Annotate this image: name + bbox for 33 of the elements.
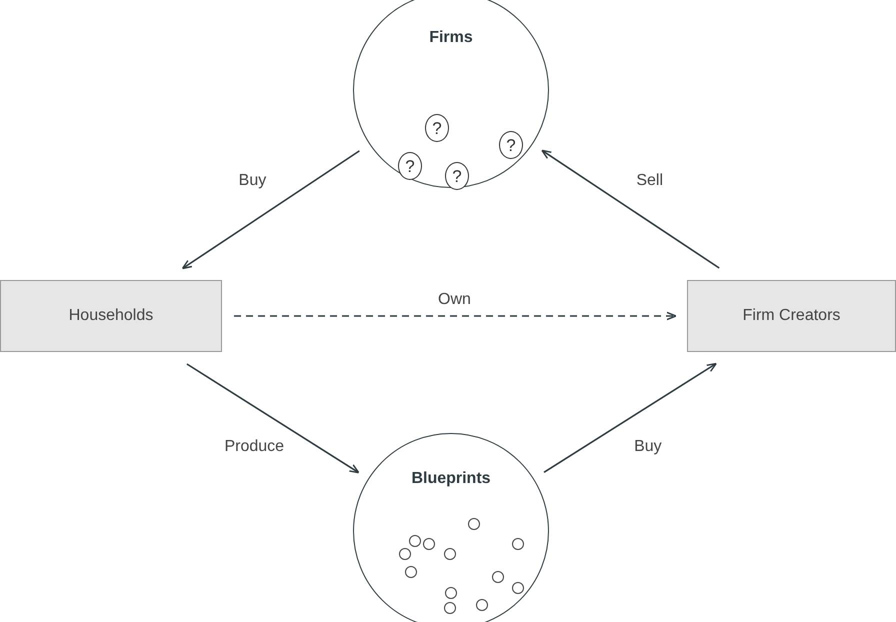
edge-label: Buy bbox=[236, 172, 268, 190]
small-circle bbox=[444, 602, 456, 614]
small-circle bbox=[468, 518, 480, 530]
small-circle bbox=[512, 582, 524, 594]
question-mark-circle bbox=[425, 114, 449, 142]
small-circle bbox=[445, 587, 457, 599]
question-mark-circle bbox=[398, 152, 422, 180]
question-mark: ? bbox=[405, 158, 415, 174]
question-mark-circle bbox=[499, 131, 523, 159]
arrow bbox=[541, 150, 720, 269]
question-mark: ? bbox=[506, 136, 516, 154]
small-circle bbox=[409, 535, 421, 547]
dashed-arrow bbox=[234, 312, 677, 320]
arrow bbox=[182, 150, 360, 270]
small-circle bbox=[399, 548, 411, 560]
arrow bbox=[186, 363, 360, 474]
small-circle bbox=[512, 538, 524, 550]
node-label: Firm Creators bbox=[742, 307, 840, 325]
small-circle bbox=[423, 538, 435, 550]
process-box bbox=[687, 280, 896, 352]
small-circle bbox=[476, 599, 488, 611]
question-mark-circle bbox=[445, 162, 469, 190]
node-label: Households bbox=[68, 307, 154, 325]
process-box bbox=[0, 280, 222, 352]
arrow bbox=[544, 362, 717, 473]
edge-label: Buy bbox=[632, 438, 664, 456]
question-mark: ? bbox=[432, 120, 442, 136]
small-circle bbox=[405, 566, 417, 578]
small-circle bbox=[492, 571, 504, 583]
small-circle bbox=[444, 548, 456, 560]
node-label: Blueprints bbox=[410, 470, 492, 488]
node-label: Firms bbox=[428, 29, 474, 47]
question-mark: ? bbox=[452, 168, 462, 184]
